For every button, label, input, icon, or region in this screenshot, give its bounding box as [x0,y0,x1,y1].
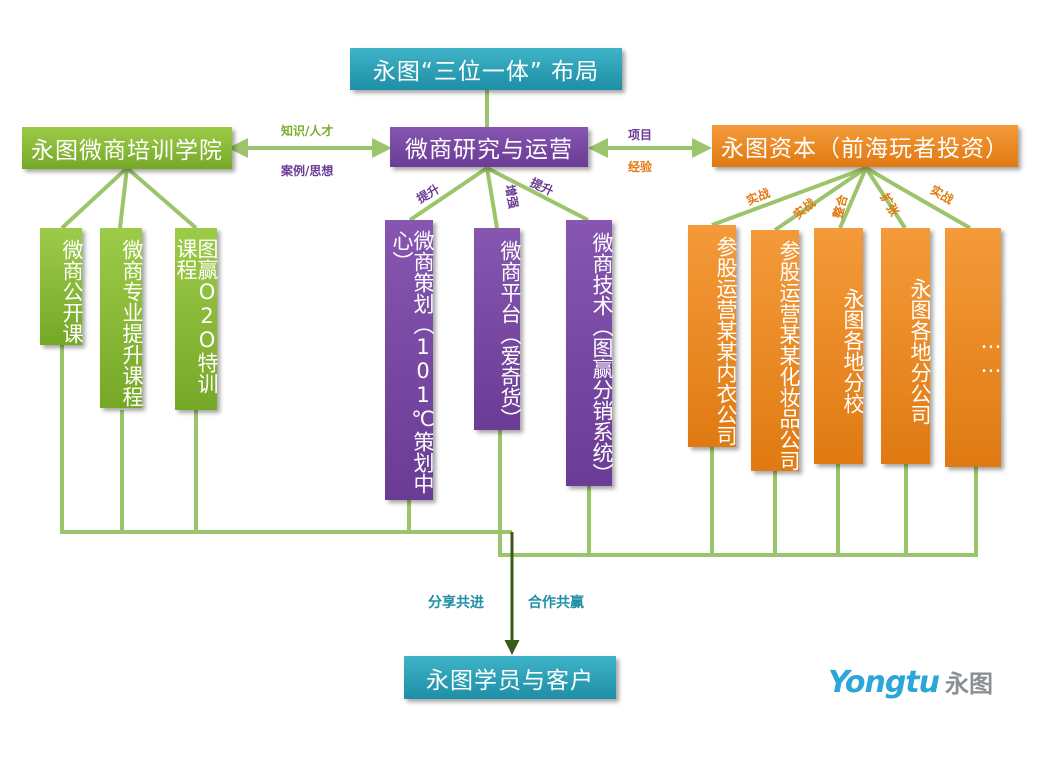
academy-child-open-class: 微商公开课 [40,228,84,345]
academy-child-pro-course: 微商专业提升课程 [100,228,144,408]
academy-box: 永图微商培训学院 [22,127,232,169]
capital-child-branch-companies: 永图各地分公司 [881,228,932,464]
research-title: 微商研究与运营 [405,137,573,163]
capital-child-branch-schools: 永图各地分校 [814,228,865,464]
research-child-tech: 微商技术（图赢分销系统） [566,220,614,486]
research-box: 微商研究与运营 [390,127,588,167]
bottom-title-box: 永图学员与客户 [404,656,616,699]
bottom-title: 永图学员与客户 [426,667,594,694]
link-label-experience: 经验 [628,160,653,174]
yongtu-logo: Yongtu 永图 [828,664,993,700]
top-title: 永图“三位一体” 布局 [372,59,600,85]
capital-box: 永图资本（前海玩者投资） [712,125,1018,167]
top-title-box: 永图“三位一体” 布局 [350,48,622,90]
capital-child-more: …… [945,228,1003,467]
capital-child-lingerie: 参股运营某某内衣公司 [688,225,738,447]
link-label-projects: 项目 [628,128,653,142]
logo-latin: Yongtu [828,665,940,700]
link-label-cases: 案例/思想 [281,164,334,178]
link-label-knowledge: 知识/人才 [281,124,334,138]
academy-child-o2o-course: 图赢O2O特训课程 [174,228,219,410]
research-child-platform: 微商平台（爱奇货） [474,228,522,430]
capital-title: 永图资本（前海玩者投资） [721,136,1009,162]
caption-share: 分享共进 [428,595,484,611]
academy-title: 永图微商培训学院 [31,138,223,164]
logo-chinese: 永图 [945,670,993,698]
caption-win-win: 合作共赢 [528,595,584,611]
research-child-planning: 微商策划（101℃策划中心） [385,220,435,500]
capital-child-cosmetics: 参股运营某某化妆品公司 [751,230,801,471]
